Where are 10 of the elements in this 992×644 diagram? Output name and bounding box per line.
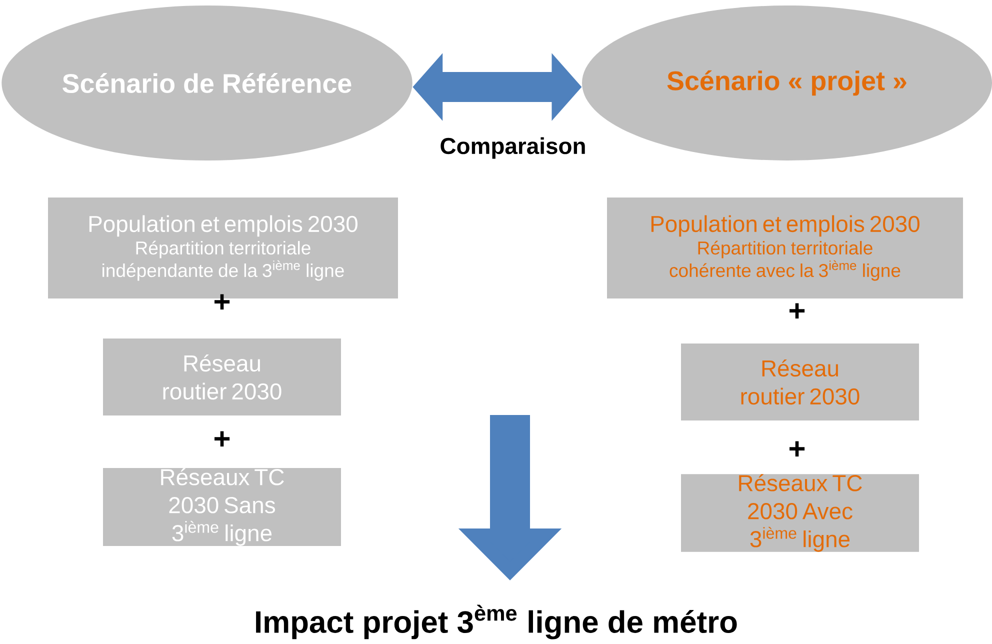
plus-sign: + (214, 431, 230, 446)
input-box: Réseaux TC 2030 Sans 3$^{ième}$ ligne (103, 468, 341, 546)
input-box: Réseau routier 2030 (103, 338, 341, 416)
input-box: Réseau routier 2030 (681, 344, 919, 420)
input-box: Population et emplois 2030 Répartition territoriale cohérente avec la 3$^{ième}$ ligne (607, 198, 963, 298)
input-box: Réseaux TC 2030 Avec 3$^{ième}$ ligne (681, 474, 919, 552)
result-text: Impact projet 3$^{ème}$ ligne de métro (256, 604, 737, 640)
plus-sign: + (790, 303, 805, 318)
edge-label: Comparaison (440, 137, 585, 159)
plus-sign: + (790, 441, 805, 456)
